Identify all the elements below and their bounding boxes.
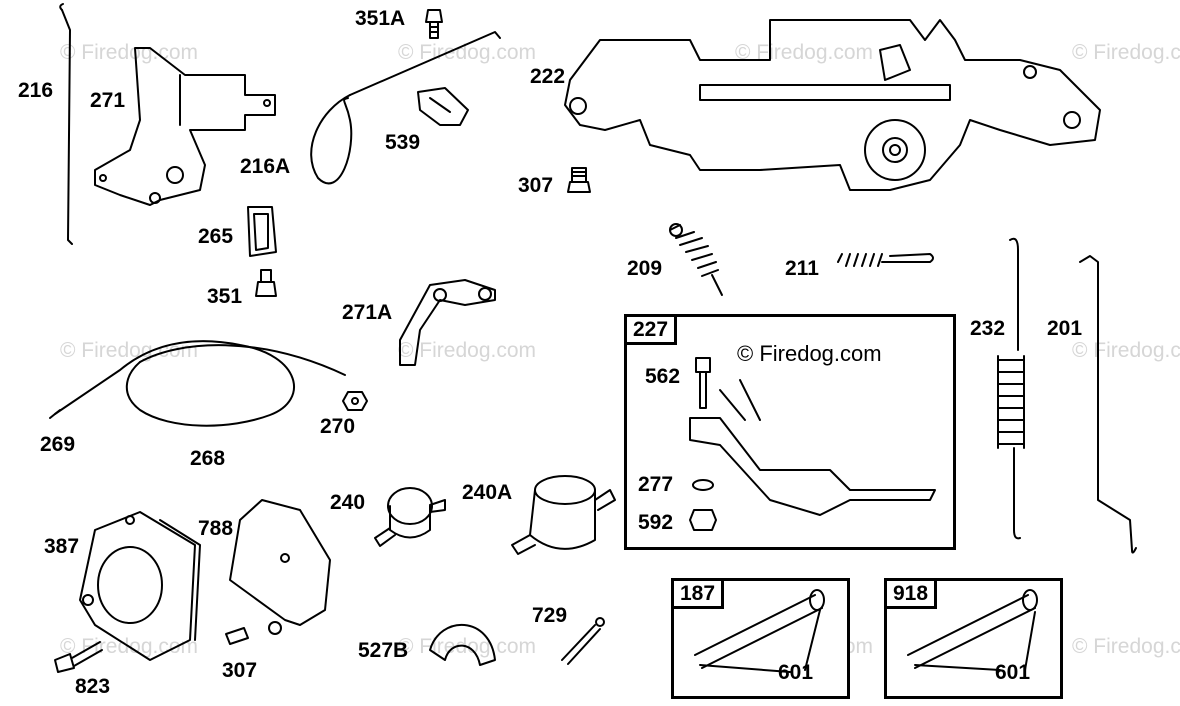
bolt-351 <box>255 269 277 297</box>
part-label-216A: 216A <box>240 155 291 178</box>
part-label-592: 592 <box>638 511 674 534</box>
part-label-351: 351 <box>207 285 243 308</box>
bracket-222 <box>564 19 1101 191</box>
part-label-240A: 240A <box>462 481 513 504</box>
bolt-351A <box>425 9 443 39</box>
lever-271A <box>399 279 496 366</box>
part-label-265: 265 <box>198 225 234 248</box>
part-label-240: 240 <box>330 491 366 514</box>
part-label-277: 277 <box>638 473 674 496</box>
bolt-307-top <box>567 167 591 193</box>
part-label-271A: 271A <box>342 301 393 324</box>
cable-268 <box>49 340 346 427</box>
copyright-notice: © Firedog.com <box>737 341 882 366</box>
part-label-307b: 307 <box>222 659 258 682</box>
watermark: © Firedog.com <box>398 41 537 64</box>
part-label-527B: 527B <box>358 639 409 662</box>
part-label-788: 788 <box>198 517 234 540</box>
part-label-232: 232 <box>970 317 1006 340</box>
watermark: © Firedog.com <box>1072 635 1180 658</box>
spring-rod-232 <box>997 237 1025 540</box>
tube-918 <box>907 589 1038 671</box>
part-label-271: 271 <box>90 89 126 112</box>
part-label-539: 539 <box>385 131 421 154</box>
part-label-211: 211 <box>785 257 819 280</box>
rod-216 <box>59 3 73 245</box>
box-label-227: 227 <box>624 314 678 346</box>
part-label-222: 222 <box>530 65 566 88</box>
block-265 <box>247 206 277 257</box>
spring-211 <box>837 253 934 267</box>
rod-201 <box>1079 255 1137 554</box>
watermark: © Firedog.com <box>398 339 537 362</box>
watermark: © Firedog.com <box>60 339 199 362</box>
bolt-307-bottom <box>225 627 249 645</box>
part-label-387: 387 <box>44 535 80 558</box>
rod-729 <box>561 617 605 665</box>
filter-240A <box>511 475 616 555</box>
bolt-823 <box>54 641 103 673</box>
part-label-351A: 351A <box>355 7 406 30</box>
part-label-270: 270 <box>320 415 356 438</box>
spring-209 <box>669 223 723 296</box>
clamp-527B <box>429 624 496 666</box>
part-label-307: 307 <box>518 174 554 197</box>
clip-539 <box>417 87 469 126</box>
part-label-216: 216 <box>18 79 54 102</box>
link-216A <box>310 31 501 185</box>
part-label-201: 201 <box>1047 317 1083 340</box>
part-label-823: 823 <box>75 675 111 698</box>
box-227: 227 © Firedog.com <box>624 314 956 550</box>
part-label-601: 601 <box>995 661 1031 684</box>
tube-187 <box>694 589 825 673</box>
box-label-187: 187 <box>671 578 725 610</box>
watermark: © Firedog.com <box>1072 41 1180 64</box>
part-label-562: 562 <box>645 365 681 388</box>
part-label-269: 269 <box>40 433 76 456</box>
part-label-601: 601 <box>778 661 814 684</box>
bracket-227-assembly <box>689 357 936 531</box>
bracket-271 <box>94 47 276 206</box>
carburetor-387 <box>79 511 201 661</box>
part-label-729: 729 <box>532 604 568 627</box>
part-label-268: 268 <box>190 447 226 470</box>
nut-270 <box>342 391 368 411</box>
filter-240 <box>374 487 446 547</box>
plate-788 <box>229 499 331 635</box>
box-label-918: 918 <box>884 578 938 610</box>
part-label-209: 209 <box>627 257 663 280</box>
